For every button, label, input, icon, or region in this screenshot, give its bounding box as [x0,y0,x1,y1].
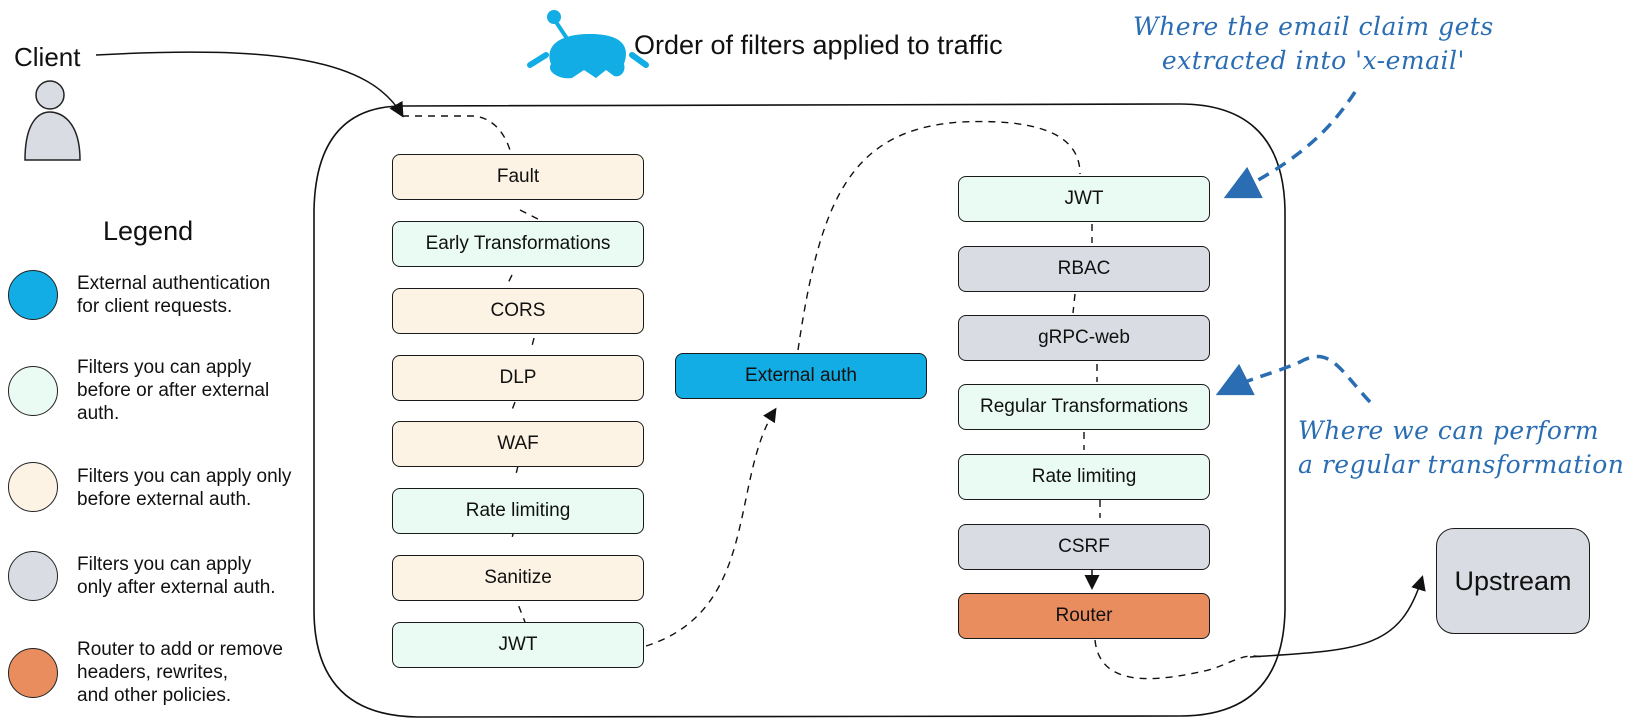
legend-text-before-or-after: Filters you can apply before or after ex… [77,357,270,424]
filter-waf: WAF [392,421,644,467]
client-label: Client [14,42,81,72]
legend-text-after-only: Filters you can apply only after externa… [77,554,276,598]
filter-regular-transformations: Regular Transformations [958,384,1210,430]
filter-csrf: CSRF [958,524,1210,570]
filter-rate-limiting-pre: Rate limiting [392,488,644,534]
filter-jwt-pre: JWT [392,622,644,668]
mascot-logo-icon [527,10,649,79]
legend-heading: Legend [103,216,194,246]
filter-grpc-web: gRPC-web [958,315,1210,361]
filter-sanitize: Sanitize [392,555,644,601]
legend-text-router: Router to add or remove headers, rewrite… [77,639,283,706]
filter-cors: CORS [392,288,644,334]
legend-swatch-after-only [8,551,58,601]
legend-swatch-external-auth [8,270,58,320]
to-upstream-arrow [1249,575,1426,658]
annotation-regular-transformation: Where we can perform a regular transform… [1298,416,1625,479]
pre-auth-dash [402,115,541,623]
client-arrow [95,51,404,118]
legend-swatch-before-or-after [8,366,58,416]
filter-chain-container [313,103,1286,718]
upstream-node: Upstream [1436,528,1590,634]
legend-text-external-auth: External authentication for client reque… [77,273,271,317]
legend-text-before-only: Filters you can apply only before extern… [77,466,292,510]
router-out-dash [1094,639,1263,680]
extauth-to-jwt-dash [797,120,1081,351]
filter-external-auth: External auth [675,353,927,399]
jwt-to-extauth-dash [645,407,777,647]
filter-rbac: RBAC [958,246,1210,292]
filter-rate-limiting-post: Rate limiting [958,454,1210,500]
legend-swatch-router [8,648,58,698]
filter-dlp: DLP [392,355,644,401]
annotation-email-claim: Where the email claim gets extracted int… [1133,12,1494,75]
page-title: Order of filters applied to traffic [634,30,1003,60]
filter-router: Router [958,593,1210,639]
filter-jwt-post: JWT [958,176,1210,222]
client-person-icon [24,80,81,161]
regular-transform-arrow [1215,354,1372,404]
email-claim-arrow [1223,91,1357,199]
filter-fault: Fault [392,154,644,200]
legend-swatch-before-only [8,462,58,512]
filter-early-transformations: Early Transformations [392,221,644,267]
